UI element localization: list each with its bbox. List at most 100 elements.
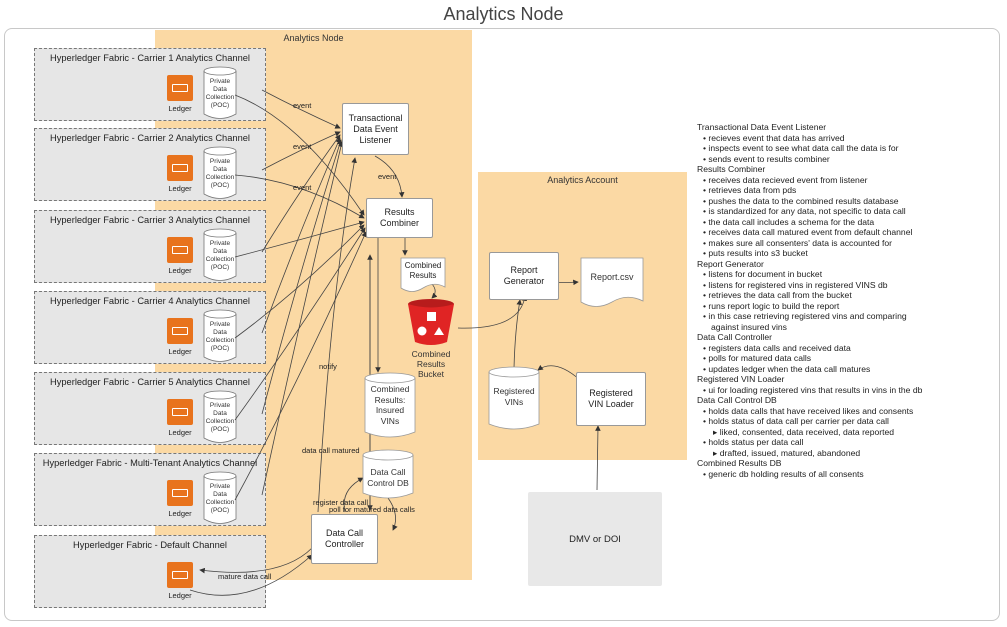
note-item: ▸ liked, consented, data received, data … — [713, 427, 1002, 438]
note-text: Transactional Data Event Listener — [697, 122, 827, 132]
ledger-label: Ledger — [168, 428, 192, 437]
note-text: makes sure all consenters' data is accou… — [708, 237, 893, 248]
bullet-icon: • — [703, 363, 709, 374]
analytics-channel: Hyperledger Fabric - Carrier 3 Analytics… — [34, 210, 266, 283]
s3-bucket-icon — [408, 299, 454, 345]
channel-label: Hyperledger Fabric - Carrier 1 Analytics… — [50, 53, 250, 63]
ledger-label: Ledger — [168, 266, 192, 275]
ledger-icon — [167, 155, 193, 181]
bullet-icon: • — [703, 132, 709, 143]
bullet-icon: • — [703, 311, 709, 321]
ledger-label: Ledger — [168, 184, 192, 193]
edge-label-data-call-matured: data call matured — [302, 446, 360, 455]
bullet-icon: • — [703, 342, 709, 353]
note-item: • registers data calls and received data — [703, 343, 1002, 354]
note-item: • the data call includes a schema for th… — [703, 217, 1002, 228]
private-data-collection-db — [203, 228, 237, 281]
dmv-doi-label: DMV or DOI — [569, 533, 621, 545]
edge-label-notify: notify — [319, 362, 337, 371]
note-text: generic db holding results of all consen… — [708, 468, 864, 479]
note-text: is standardized for any data, not specif… — [708, 206, 906, 216]
bullet-icon: • — [703, 153, 709, 164]
ledger-icon — [167, 75, 193, 101]
ledger-label: Ledger — [168, 591, 192, 600]
note-text: listens for document in bucket — [708, 269, 823, 279]
private-data-collection-db — [203, 390, 237, 443]
ledger-icon — [167, 480, 193, 506]
note-item: • sends event to results combiner — [703, 154, 1002, 165]
bullet-icon: • — [703, 237, 709, 248]
note-item: • listens for document in bucket — [703, 269, 1002, 280]
ledger-label: Ledger — [168, 509, 192, 518]
note-item: • recieves event that data has arrived — [703, 133, 1002, 144]
analytics-channel: Hyperledger Fabric - Carrier 4 Analytics… — [34, 291, 266, 364]
bullet-icon: • — [703, 216, 709, 227]
diagram-title: Analytics Node — [443, 4, 564, 24]
note-text: Data Call Control DB — [697, 395, 777, 405]
analytics-channel: Hyperledger Fabric - Carrier 2 Analytics… — [34, 128, 266, 201]
note-text: inspects event to see what data call the… — [708, 143, 899, 153]
note-item: • makes sure all consenters' data is acc… — [703, 238, 1002, 249]
note-item: ▸ drafted, issued, matured, abandoned — [713, 448, 1002, 459]
edge-label-poll-matured: poll for matured data calls — [329, 505, 415, 514]
ledger-icon — [167, 237, 193, 263]
data-call-control-db — [362, 449, 414, 499]
bullet-icon: • — [703, 405, 709, 416]
ledger-icon — [167, 399, 193, 425]
note-item: • is standardized for any data, not spec… — [703, 206, 1002, 217]
note-text: Results Combiner — [697, 164, 766, 174]
note-item: • pushes the data to the combined result… — [703, 196, 1002, 207]
note-text: updates ledger when the data call mature… — [708, 363, 871, 374]
analytics-channel: Hyperledger Fabric - Carrier 1 Analytics… — [34, 48, 266, 121]
note-item: • holds status of data call per carrier … — [703, 416, 1002, 427]
bullet-icon: • — [703, 416, 709, 426]
diagram-frame — [4, 28, 1000, 621]
analytics-node-label: Analytics Node — [283, 33, 344, 43]
private-data-collection-db — [203, 146, 237, 199]
note-text: retrieves data from pds — [708, 185, 797, 195]
bullet-icon: • — [703, 227, 709, 237]
note-text: receives data call matured event from de… — [708, 227, 913, 237]
note-item: • receives data recieved event from list… — [703, 175, 1002, 186]
note-heading: Combined Results DB — [697, 458, 1002, 469]
note-item: • generic db holding results of all cons… — [703, 469, 1002, 480]
note-item: • retrieves data from pds — [703, 185, 1002, 196]
edge-label-event: event — [378, 172, 397, 181]
report-csv-document — [580, 257, 644, 307]
bullet-icon: ▸ — [713, 426, 720, 437]
note-text: drafted, issued, matured, abandoned — [719, 447, 861, 458]
note-text: holds data calls that have received like… — [708, 405, 914, 416]
bullet-icon: • — [703, 174, 709, 185]
note-text: recieves event that data has arrived — [708, 132, 845, 143]
ledger-label: Ledger — [168, 104, 192, 113]
note-text: listens for registered vins in registere… — [708, 279, 888, 290]
note-item: • retrieves the data call from the bucke… — [703, 290, 1002, 301]
note-text: Data Call Controller — [697, 332, 772, 342]
note-item: • ui for loading registered vins that re… — [703, 385, 1002, 396]
channel-label: Hyperledger Fabric - Carrier 2 Analytics… — [50, 133, 250, 143]
bullet-icon: • — [703, 300, 709, 311]
note-text: retrieves the data call from the bucket — [708, 290, 852, 300]
note-text: Registered VIN Loader — [697, 374, 785, 384]
note-item: • listens for registered vins in registe… — [703, 280, 1002, 291]
note-item: • runs report logic to build the report — [703, 301, 1002, 312]
bullet-icon: • — [703, 437, 709, 447]
bullet-icon: • — [703, 185, 709, 195]
note-text: Combined Results DB — [697, 458, 782, 468]
insured-vins-db — [364, 372, 416, 438]
bullet-icon: • — [703, 468, 709, 479]
dmv-doi-box: DMV or DOI — [528, 492, 662, 586]
note-text: sends event to results combiner — [708, 153, 830, 164]
note-item: • puts results into s3 bucket — [703, 248, 1002, 259]
